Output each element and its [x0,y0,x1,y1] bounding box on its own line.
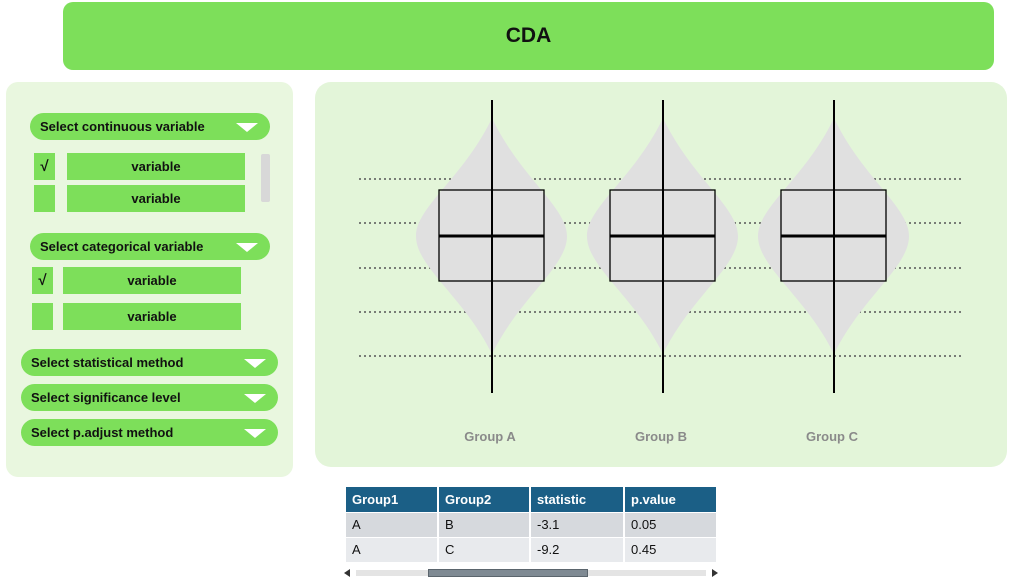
table-cell: 0.05 [624,511,716,537]
table-cell: -3.1 [530,511,625,537]
continuous-variable-item-2[interactable]: variable [67,185,245,212]
categorical-variable-item-2[interactable]: variable [63,303,241,330]
variable-label: variable [127,273,177,288]
continuous-variable-checkbox-1[interactable]: √ [34,153,55,180]
table-cell: A [346,511,439,537]
group-c-plot [758,100,909,393]
scrollbar-thumb[interactable] [428,569,588,577]
table-cell: A [346,536,439,562]
chevron-down-icon [244,394,266,403]
dropdown-label: Select categorical variable [40,239,204,254]
group-a-plot [416,100,567,393]
dropdown-label: Select p.adjust method [31,425,174,440]
dropdown-label: Select statistical method [31,355,184,370]
table-header-row: Group1 Group2 statistic p.value [346,487,716,512]
column-header-statistic[interactable]: statistic [530,487,625,512]
chevron-down-icon [244,359,266,368]
column-header-pvalue[interactable]: p.value [624,487,716,512]
scroll-left-arrow-icon[interactable] [344,569,350,577]
select-significance-level-dropdown[interactable]: Select significance level [21,384,278,411]
checkmark-icon: √ [40,158,49,175]
continuous-variable-item-1[interactable]: variable [67,153,245,180]
app-header: CDA [63,2,994,70]
select-statistical-method-dropdown[interactable]: Select statistical method [21,349,278,376]
table-cell: C [438,536,531,562]
plot-panel: Group A Group B Group C [315,82,1007,467]
chevron-down-icon [244,429,266,438]
variable-label: variable [127,309,177,324]
checkmark-icon: √ [38,272,47,289]
variable-label: variable [131,159,181,174]
select-padjust-method-dropdown[interactable]: Select p.adjust method [21,419,278,446]
page-title: CDA [505,24,552,47]
violin-box-plot [359,100,963,393]
group-c-label: Group C [806,429,858,444]
group-b-plot [587,100,738,393]
dropdown-label: Select significance level [31,390,181,405]
scroll-right-arrow-icon[interactable] [712,569,718,577]
continuous-variable-checkbox-2[interactable] [34,185,55,212]
categorical-variable-checkbox-1[interactable]: √ [32,267,53,294]
table-cell: 0.45 [624,536,716,562]
results-table-container: Group1 Group2 statistic p.value A B -3.1… [346,487,716,562]
table-row: A B -3.1 0.05 [346,511,716,537]
variable-label: variable [131,191,181,206]
categorical-variable-item-1[interactable]: variable [63,267,241,294]
chevron-down-icon [236,123,258,132]
select-continuous-variable-dropdown[interactable]: Select continuous variable [30,113,270,140]
select-categorical-variable-dropdown[interactable]: Select categorical variable [30,233,270,260]
column-header-group2[interactable]: Group2 [438,487,531,512]
table-row: A C -9.2 0.45 [346,536,716,562]
column-header-group1[interactable]: Group1 [346,487,439,512]
group-b-label: Group B [635,429,687,444]
table-cell: -9.2 [530,536,625,562]
categorical-variable-checkbox-2[interactable] [32,303,53,330]
dropdown-label: Select continuous variable [40,119,205,134]
results-table: Group1 Group2 statistic p.value A B -3.1… [346,487,716,562]
table-cell: B [438,511,531,537]
group-a-label: Group A [464,429,516,444]
list-scrollbar[interactable] [261,154,270,202]
chevron-down-icon [236,243,258,252]
table-horizontal-scrollbar[interactable] [344,568,718,578]
